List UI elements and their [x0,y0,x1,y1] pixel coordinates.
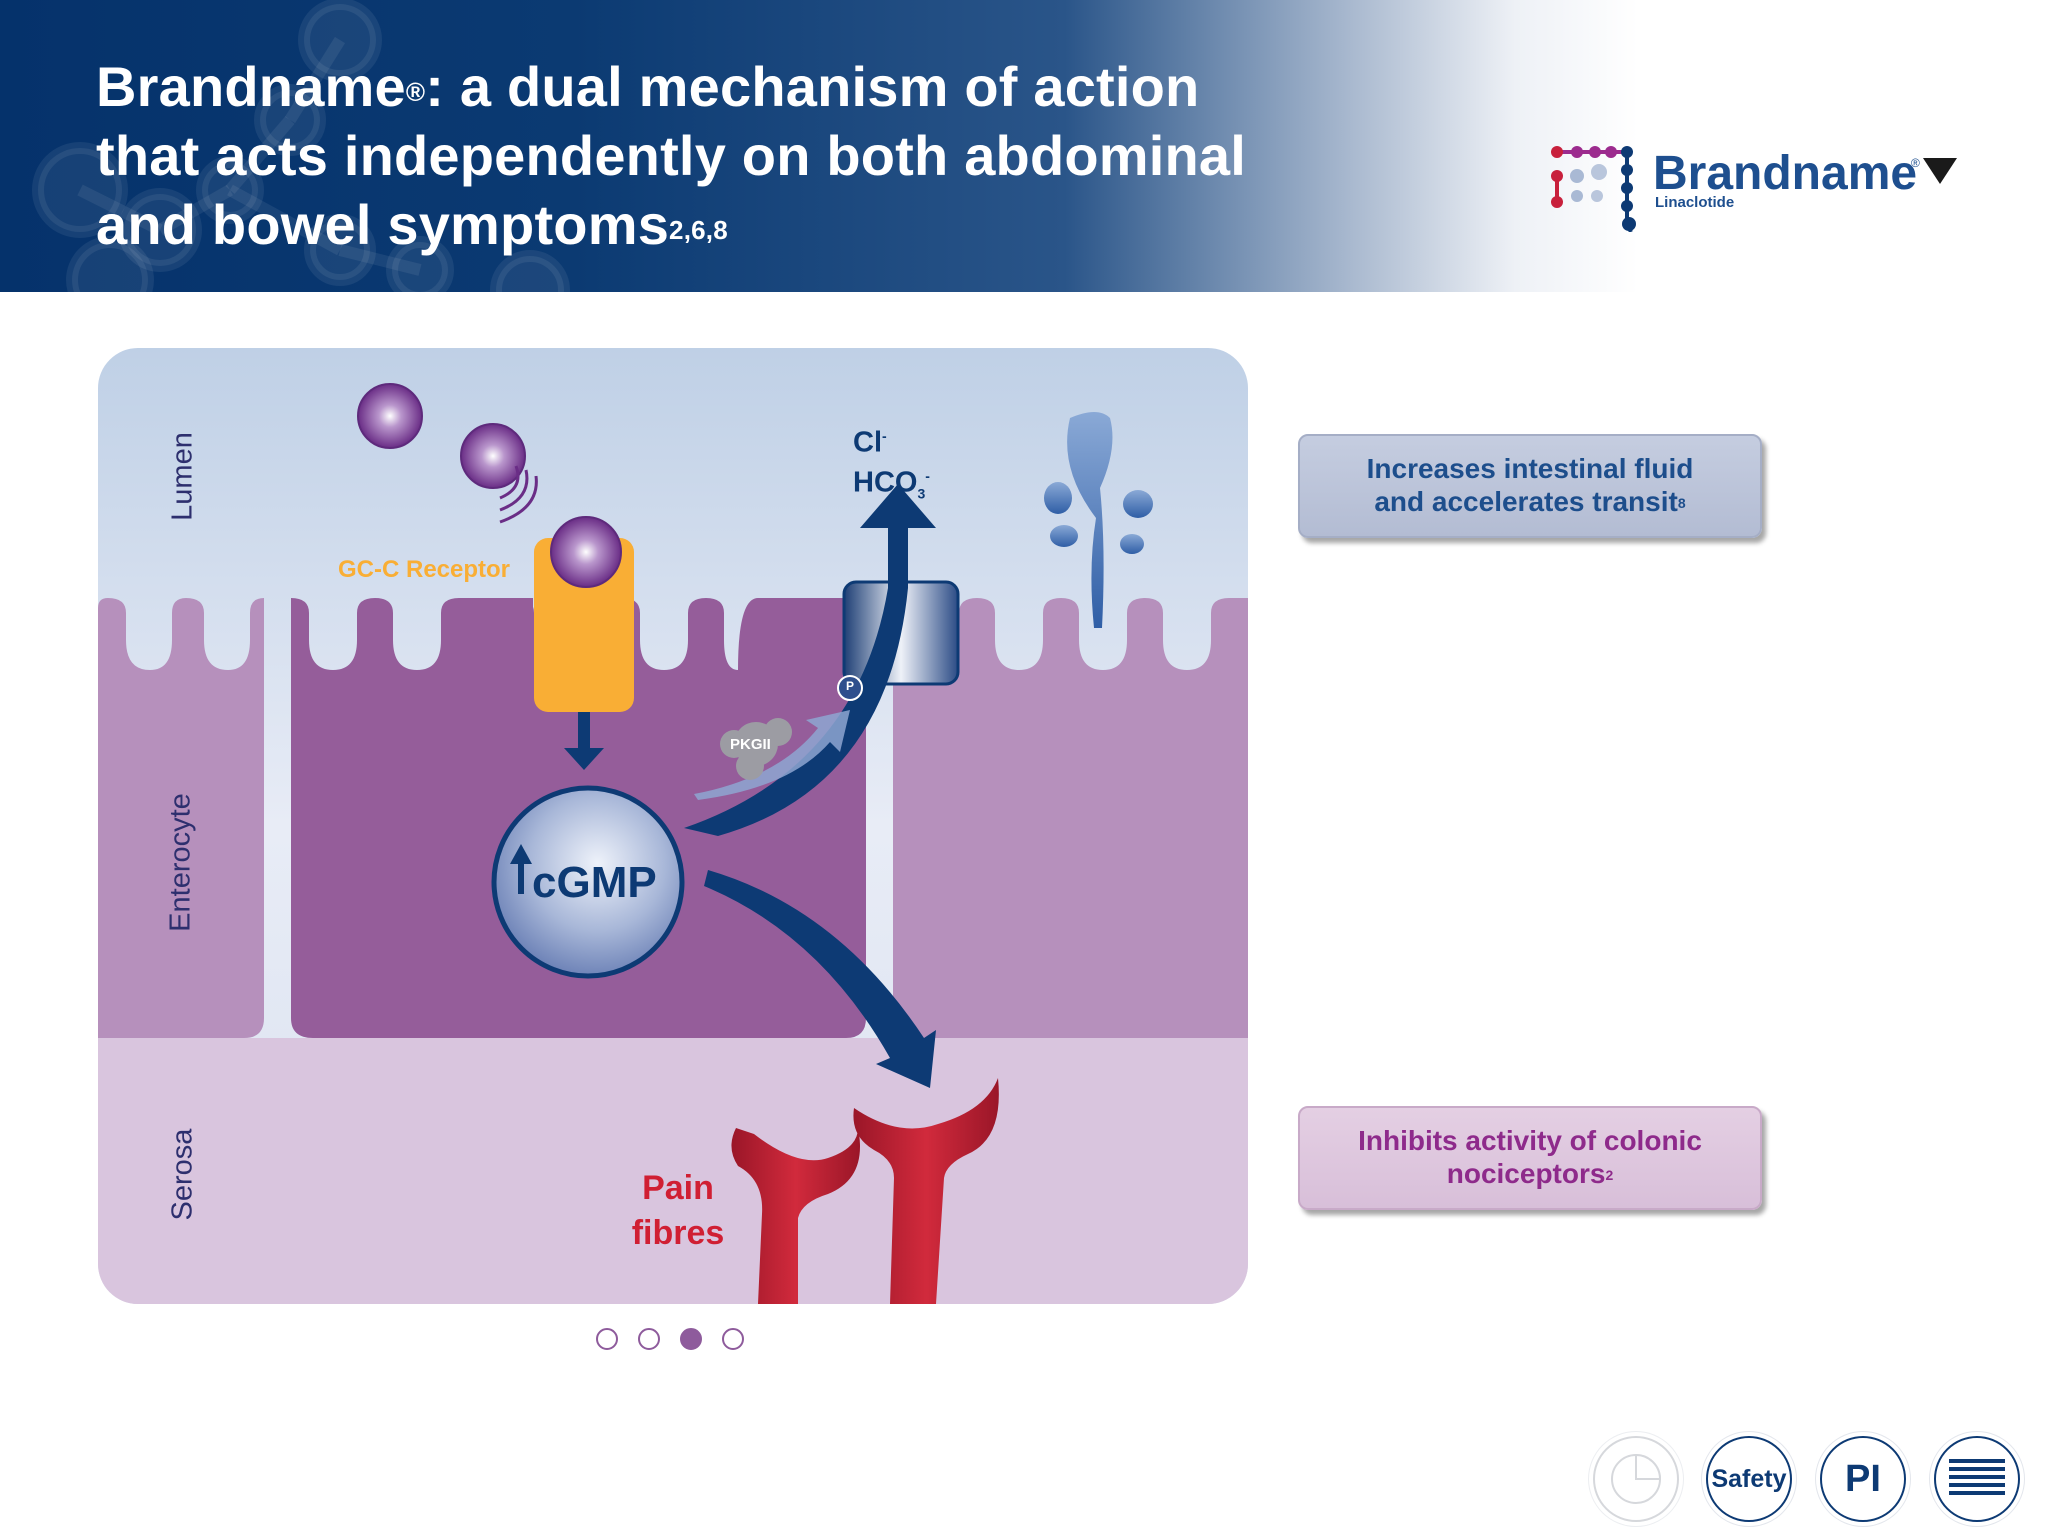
logo-wordmark: Brandname [1653,147,1918,200]
brand-logo: Brandname ® Linaclotide [1545,142,1965,232]
layer-label-enterocyte: Enterocyte [164,793,197,932]
pain-fibres-label: Pain fibres [631,1169,725,1252]
layer-label-serosa: Serosa [166,1128,199,1221]
arrow-up-icon [510,844,532,894]
pie-timer-icon [1611,1453,1662,1504]
pkgii-label: PKGII [730,736,771,753]
safety-button[interactable]: Safety [1706,1436,1792,1522]
arrow-down-icon [564,712,604,770]
pkgii-enzyme-icon [720,718,792,780]
pain-fibre-right [853,1078,999,1304]
pkgii-arrow-icon [694,710,850,800]
menu-lines-icon [1949,1459,2005,1495]
pain-pathway-arrow-icon [704,870,936,1088]
cgmp-circle [491,785,685,979]
menu-button[interactable] [1934,1436,2020,1522]
phosphate-icon [837,675,863,701]
pager-dot-2[interactable] [638,1328,660,1350]
gcc-receptor [534,538,634,712]
callout-fluid-transit: Increases intestinal fluid and accelerat… [1298,434,1762,538]
enterocyte-left [98,598,264,1038]
pager-dot-1[interactable] [596,1328,618,1350]
molecule-decoration-icon [32,0,570,292]
page-title: Brandname®: a dual mechanism of action t… [96,55,1247,256]
enterocyte-right [893,598,1248,1038]
phosphate-label: P [845,679,854,693]
header-banner: Brandname®: a dual mechanism of action t… [0,0,2048,292]
pain-fibre-left [731,1128,860,1304]
pager-dot-3[interactable] [680,1328,702,1350]
drug-molecule-icon [550,516,622,588]
fluid-splash-icon [1044,412,1153,628]
timer-button[interactable] [1593,1436,1679,1522]
mechanism-diagram: Lumen Enterocyte Serosa GC-C Receptor Cl… [98,348,1248,1304]
receptor-label: GC-C Receptor [338,556,511,583]
pi-button[interactable]: PI [1820,1436,1906,1522]
logo-subtitle: Linaclotide [1655,194,1735,211]
ion-labels: Cl- HCO3- [853,426,930,502]
black-triangle-icon [1923,158,1957,184]
drug-molecule-icon [460,423,526,489]
layer-label-lumen: Lumen [166,432,199,521]
molecule-logo-icon [1551,146,1636,232]
drug-molecule-icon [357,383,423,449]
cgmp-label: cGMP [532,858,657,907]
secretion-arrow-icon [684,484,936,836]
callout-nociceptors: Inhibits activity of colonic nociceptors… [1298,1106,1762,1210]
serosa-region [98,1038,1248,1304]
vibration-waves-icon [499,465,538,524]
pager-dot-4[interactable] [722,1328,744,1350]
